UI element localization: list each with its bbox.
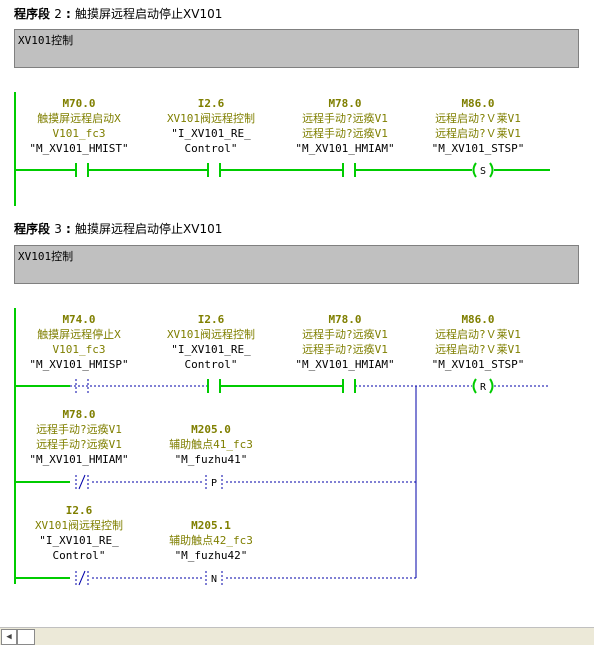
edge-p-m205-0[interactable]: P — [205, 475, 223, 489]
segment-3-comment[interactable]: XV101控制 — [14, 245, 579, 284]
segment-title-prefix: 程序段 — [14, 222, 51, 236]
coil-type-r: R — [480, 382, 487, 393]
coil-s-m86-0[interactable]: S — [472, 162, 494, 178]
contact-i2-6[interactable] — [207, 379, 221, 393]
segment-title-prefix: 程序段 — [14, 7, 51, 21]
contact-m78-0[interactable] — [342, 379, 356, 393]
ladder-diagram: S R P — [14, 92, 550, 586]
contact-i2-6-label[interactable]: I2.6 XV101阀远程控制 "I_XV101_RE_ Control" — [166, 97, 256, 155]
contact-m70-0-label[interactable]: M70.0 触摸屏远程启动X V101_fc3 "M_XV101_HMIST" — [29, 97, 129, 155]
contact-m78-0[interactable] — [342, 163, 356, 177]
edge-type-p: P — [211, 478, 217, 489]
contact-nc-m78-0-label[interactable]: M78.0 远程手动?远痪V1 远程手动?远痪V1 "M_XV101_HMIAM… — [29, 408, 129, 466]
coil-s-m86-0-label[interactable]: M86.0 远程启动?Ｖ莱V1 远程启动?Ｖ莱V1 "M_XV101_STSP" — [431, 97, 525, 155]
segment-2-comment[interactable]: XV101控制 — [14, 29, 579, 68]
contact-m78-0-label[interactable]: M78.0 远程手动?远痪V1 远程手动?远痪V1 "M_XV101_HMIAM… — [295, 313, 395, 371]
horizontal-scrollbar[interactable]: ◀ — [0, 627, 594, 645]
segment-description: 触摸屏远程启动停止XV101 — [75, 222, 223, 236]
contact-nc-m78-0[interactable] — [75, 474, 89, 490]
edge-n-m205-1-label[interactable]: M205.1 辅助触点42_fc3 "M_fuzhu42" — [169, 519, 253, 562]
edge-p-m205-0-label[interactable]: M205.0 辅助触点41_fc3 "M_fuzhu41" — [169, 423, 253, 466]
segment-3-title: 程序段 3 : 触摸屏远程启动停止XV101 — [14, 222, 223, 236]
contact-m74-0-label[interactable]: M74.0 触摸屏远程停止X V101_fc3 "M_XV101_HMISP" — [29, 313, 129, 371]
segment-number: 3 — [54, 222, 62, 236]
scroll-left-icon[interactable]: ◀ — [1, 629, 17, 645]
scroll-thumb[interactable] — [17, 629, 35, 645]
contact-i2-6-label[interactable]: I2.6 XV101阀远程控制 "I_XV101_RE_ Control" — [166, 313, 256, 371]
coil-r-m86-0[interactable]: R — [472, 378, 494, 394]
edge-n-m205-1[interactable]: N — [205, 571, 223, 585]
contact-i2-6[interactable] — [207, 163, 221, 177]
contact-m70-0[interactable] — [75, 163, 89, 177]
contact-nc-i2-6-label[interactable]: I2.6 XV101阀远程控制 "I_XV101_RE_ Control" — [34, 504, 124, 562]
segment-description: 触摸屏远程启动停止XV101 — [75, 7, 223, 21]
contact-nc-i2-6[interactable] — [75, 570, 89, 586]
segment-number: 2 — [54, 7, 62, 21]
contact-m78-0-label[interactable]: M78.0 远程手动?远痪V1 远程手动?远痪V1 "M_XV101_HMIAM… — [295, 97, 395, 155]
coil-type-s: S — [480, 166, 486, 177]
edge-type-n: N — [211, 574, 217, 585]
coil-r-m86-0-label[interactable]: M86.0 远程启动?Ｖ莱V1 远程启动?Ｖ莱V1 "M_XV101_STSP" — [431, 313, 525, 371]
segment-2-title: 程序段 2 : 触摸屏远程启动停止XV101 — [14, 7, 223, 21]
